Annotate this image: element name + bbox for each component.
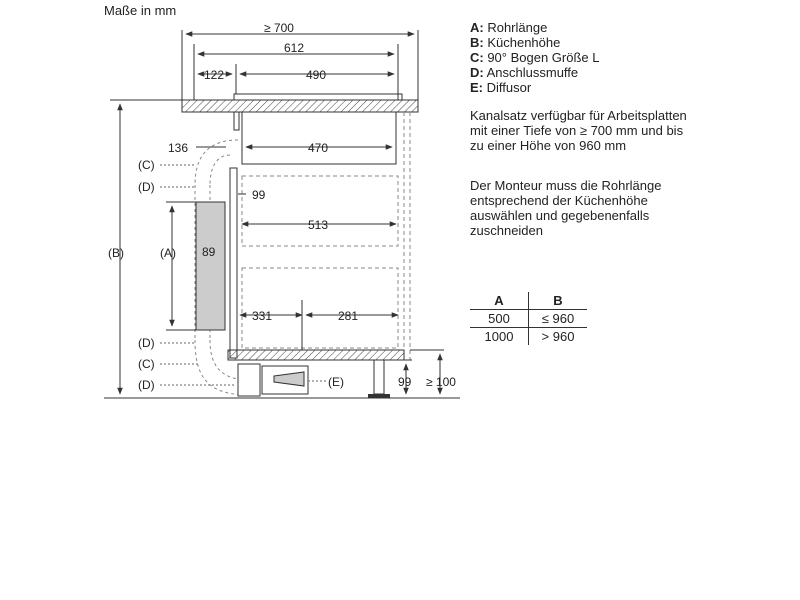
dim-513: 513 bbox=[308, 218, 328, 232]
callout-d-top: (D) bbox=[138, 180, 155, 194]
cooktop bbox=[233, 93, 403, 101]
worktop bbox=[181, 99, 419, 113]
table-row: 500 ≤ 960 bbox=[470, 309, 587, 328]
cooktop-bracket bbox=[233, 111, 240, 131]
dim-99-top: 99 bbox=[252, 188, 266, 202]
legend-item-e: E: Diffusor bbox=[470, 80, 532, 95]
pipe-length-table: A B 500 ≤ 960 1000 > 960 bbox=[470, 292, 587, 345]
dim-612: 612 bbox=[284, 41, 304, 55]
duct-pipe bbox=[195, 201, 226, 331]
callout-e: (E) bbox=[328, 375, 344, 389]
cabinet-back-panel bbox=[229, 167, 238, 359]
table-header-a: A bbox=[470, 292, 529, 310]
table-row: 1000 > 960 bbox=[470, 327, 587, 345]
dim-89: 89 bbox=[202, 245, 216, 259]
units-label: Maße in mm bbox=[104, 3, 177, 18]
dim-136: 136 bbox=[168, 141, 188, 155]
dim-100: ≥ 100 bbox=[426, 375, 456, 389]
legend: A: Rohrlänge B: Küchenhöhe C: 90° Bogen … bbox=[470, 20, 600, 95]
dim-470: 470 bbox=[308, 141, 328, 155]
callout-d-bottom: (D) bbox=[138, 378, 155, 392]
legend-item-d: D: Anschlussmuffe bbox=[470, 65, 579, 80]
callout-c-bottom: (C) bbox=[138, 357, 155, 371]
cooktop-body bbox=[241, 111, 397, 165]
dim-331: 331 bbox=[252, 309, 272, 323]
table-cell: > 960 bbox=[541, 329, 575, 344]
cabinet-leg bbox=[368, 359, 390, 398]
legend-item-b: B: Küchenhöhe bbox=[470, 35, 561, 50]
table-cell: ≤ 960 bbox=[528, 309, 587, 328]
table-header-b: B bbox=[528, 292, 587, 310]
callout-d-middle: (D) bbox=[138, 336, 155, 350]
dim-281: 281 bbox=[338, 309, 358, 323]
note-duct-kit: Kanalsatz verfügbar für Arbeitsplatten m… bbox=[470, 108, 687, 153]
callout-b: (B) bbox=[108, 246, 124, 260]
callout-a: (A) bbox=[160, 246, 176, 260]
table-cell: 1000 bbox=[470, 327, 529, 345]
dim-99-bottom: 99 bbox=[398, 375, 412, 389]
dim-700: ≥ 700 bbox=[264, 21, 294, 35]
legend-item-a: A: Rohrlänge bbox=[470, 20, 548, 35]
dim-122: 122 bbox=[204, 68, 224, 82]
dim-490: 490 bbox=[306, 68, 326, 82]
legend-item-c: C: 90° Bogen Größe L bbox=[470, 50, 600, 65]
cabinet-outline bbox=[241, 112, 411, 360]
note-installer: Der Monteur muss die Rohrlänge entsprech… bbox=[470, 178, 662, 238]
table-cell: 500 bbox=[470, 309, 529, 328]
callout-c-top: (C) bbox=[138, 158, 155, 172]
plinth-base bbox=[227, 349, 405, 361]
diffuser bbox=[237, 363, 309, 397]
